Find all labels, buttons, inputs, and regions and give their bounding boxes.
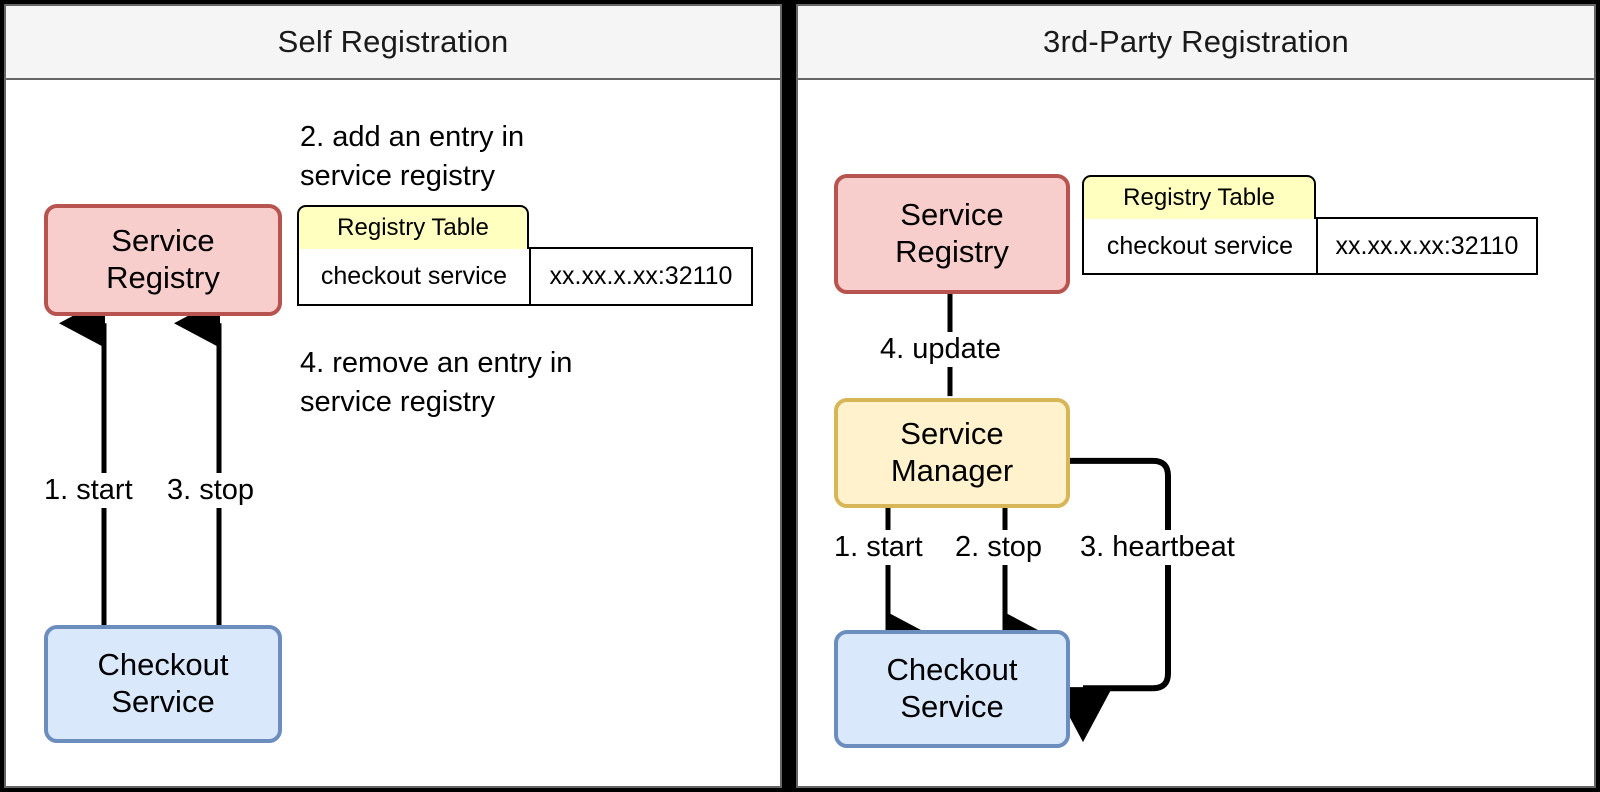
registry-table-self: Registry Table checkout service xx.xx.x.… <box>6 80 780 786</box>
panel-self-registration: Self Registration Service Registry <box>4 4 782 788</box>
node-service-manager[interactable]: Service Manager <box>834 398 1070 508</box>
note-add-entry: 2. add an entry in service registry <box>300 121 525 193</box>
node-label: Checkout Service <box>98 647 229 720</box>
node-label-line2: Manager <box>890 453 1014 488</box>
panel-body-third-party-registration: Service Registry Service Manager Checkou… <box>798 80 1594 786</box>
node-checkout-service[interactable]: Checkout Service <box>834 630 1070 748</box>
node-service-registry[interactable]: Service Registry <box>44 204 282 316</box>
registry-cell-service: checkout service <box>1084 219 1318 273</box>
registry-table-header-tab: Registry Table <box>297 205 529 249</box>
panel-body-self-registration: Service Registry Checkout Service 2. add… <box>6 80 780 786</box>
edge-label-update: 4. update <box>876 332 1005 367</box>
node-label-line1: Checkout <box>97 647 229 683</box>
registry-cell-service: checkout service <box>299 249 531 304</box>
edge-label-start: 1. start <box>830 530 927 565</box>
panel-title: Self Registration <box>277 24 509 59</box>
panel-divider <box>782 4 796 788</box>
node-label-line1: Service <box>900 416 1004 452</box>
panel-header-third-party-registration: 3rd-Party Registration <box>798 6 1594 80</box>
node-label-line2: Service <box>111 684 215 719</box>
registry-table-third-party: Registry Table checkout service xx.xx.x.… <box>798 80 1594 786</box>
registry-cell-address: xx.xx.x.xx:32110 <box>549 262 733 290</box>
panel-title: 3rd-Party Registration <box>1043 24 1349 59</box>
panel-third-party-registration: 3rd-Party Registration <box>796 4 1596 788</box>
node-label: Service Manager <box>891 416 1013 489</box>
edge-label-stop: 3. stop <box>163 473 259 508</box>
node-label: Service Registry <box>106 223 220 296</box>
registry-table-header-tab: Registry Table <box>1082 175 1316 219</box>
node-checkout-service[interactable]: Checkout Service <box>44 625 282 743</box>
edge-label-heartbeat: 3. heartbeat <box>1076 530 1239 565</box>
node-label-line2: Registry <box>106 260 220 295</box>
node-label-line1: Service <box>111 223 215 259</box>
panel-header-self-registration: Self Registration <box>6 6 780 80</box>
edge-label-start: 1. start <box>40 473 137 508</box>
node-label: Checkout Service <box>887 652 1018 725</box>
node-label-line2: Service <box>900 689 1004 724</box>
registry-table-row: checkout service xx.xx.x.xx:32110 <box>1082 217 1538 275</box>
edge-label-stop: 2. stop <box>951 530 1047 565</box>
note-remove-entry: 4. remove an entry in service registry <box>300 347 573 419</box>
registry-cell-address: xx.xx.x.xx:32110 <box>1335 231 1519 260</box>
registry-table-row: checkout service xx.xx.x.xx:32110 <box>297 247 753 306</box>
